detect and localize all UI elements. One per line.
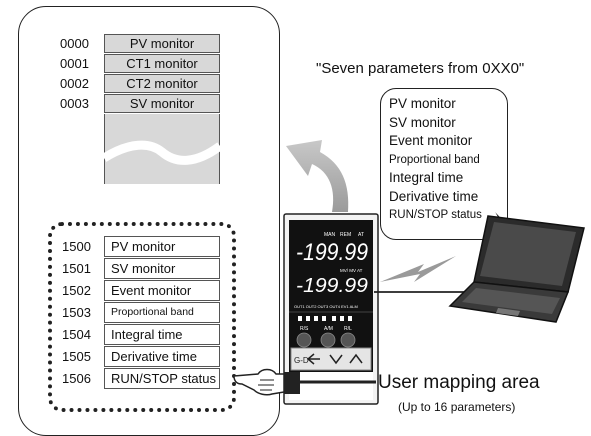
pointer-line <box>298 380 376 384</box>
out-labels: OUT1 OUT2 OUT3 OUT4 EV1 ALM <box>294 304 358 309</box>
bubble-item: PV monitor <box>389 96 456 111</box>
mapping-cell: Integral time <box>104 324 220 345</box>
bubble-item: Integral time <box>389 170 464 185</box>
mapping-cell: Proportional band <box>104 302 220 323</box>
mapping-address: 1500 <box>62 239 91 254</box>
curved-arrow-icon <box>286 140 349 212</box>
register-cell: CT1 monitor <box>104 54 220 73</box>
register-address: 0002 <box>60 76 89 91</box>
bubble-title: "Seven parameters from 0XX0" <box>316 60 525 77</box>
communication-bolt-icon <box>380 256 456 282</box>
register-cell: CT2 monitor <box>104 74 220 93</box>
user-mapping-frame <box>48 222 236 412</box>
break-wave-icon <box>101 140 223 165</box>
mapping-cell: PV monitor <box>104 236 220 257</box>
serial-cable <box>374 291 476 293</box>
parameters-bubble: PV monitor SV monitor Event monitor Prop… <box>380 88 508 240</box>
register-cell: PV monitor <box>104 34 220 53</box>
mapping-address: 1505 <box>62 349 91 364</box>
mapping-address: 1501 <box>62 261 91 276</box>
sv-display: -199.99 <box>296 275 368 297</box>
mapping-address: 1504 <box>62 327 91 342</box>
pv-display: -199.99 <box>296 239 368 266</box>
pointing-hand-icon <box>233 368 300 396</box>
key-label: A/M <box>324 326 333 332</box>
register-address: 0003 <box>60 96 89 111</box>
mapping-address: 1503 <box>62 305 91 320</box>
register-address: 0001 <box>60 56 89 71</box>
label-rem: REM <box>340 232 351 238</box>
mapping-cell: RUN/STOP status <box>104 368 220 389</box>
mode-key: G-D <box>294 356 309 365</box>
mapping-cell: SV monitor <box>104 258 220 279</box>
temperature-controller: MAN REM AT -199.99 MV/ MV AT -199.99 OUT… <box>283 213 379 405</box>
mapping-address: 1506 <box>62 371 91 386</box>
register-cell: SV monitor <box>104 94 220 113</box>
mapping-address: 1502 <box>62 283 91 298</box>
bubble-item: Proportional band <box>389 153 480 166</box>
mapping-cell: Derivative time <box>104 346 220 367</box>
mapping-cell: Event monitor <box>104 280 220 301</box>
label-at: AT <box>358 232 364 238</box>
laptop-icon <box>448 215 585 323</box>
bubble-item: RUN/STOP status <box>389 209 482 221</box>
bubble-item: Derivative time <box>389 188 479 204</box>
key-label: R/L <box>344 326 352 332</box>
label-man: MAN <box>324 232 336 238</box>
user-mapping-subtitle: (Up to 16 parameters) <box>398 400 516 414</box>
bubble-item: Event monitor <box>389 133 473 148</box>
user-mapping-title: User mapping area <box>378 372 540 393</box>
register-address: 0000 <box>60 36 89 51</box>
bubble-item: SV monitor <box>389 114 456 130</box>
label-mv: MV/ MV AT <box>340 268 363 273</box>
key-label: R/S <box>300 326 309 332</box>
